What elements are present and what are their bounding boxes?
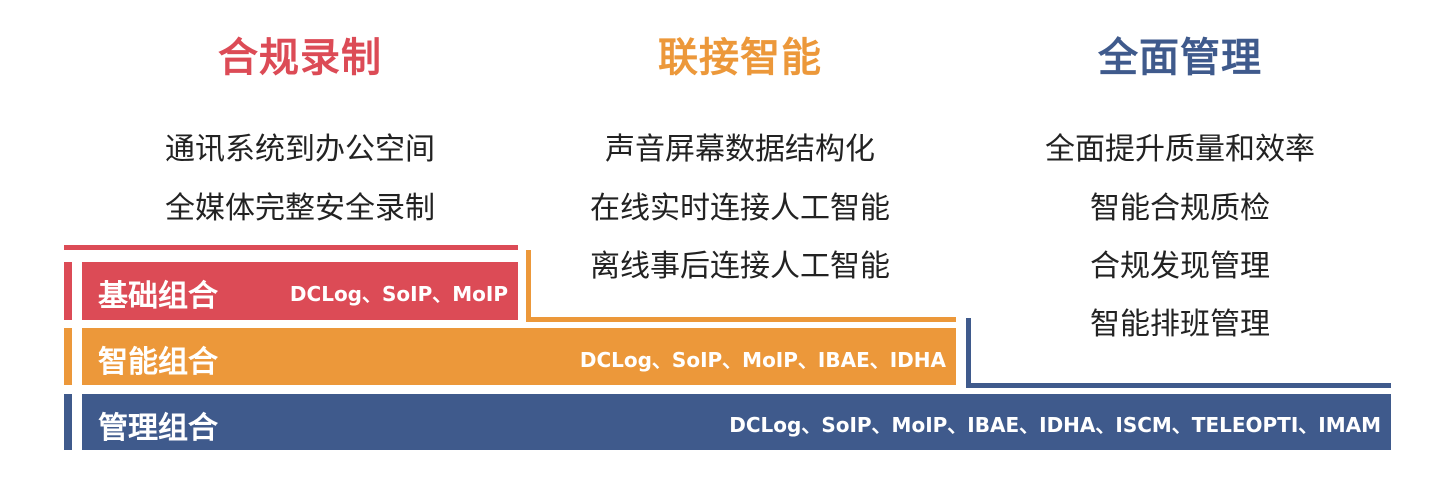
bundle-products: DCLog、SoIP、MoIP、IBAE、IDHA: [579, 348, 946, 372]
column-title-compliance-recording: 合规录制: [218, 35, 382, 81]
feature-item: 离线事后连接人工智能: [590, 249, 890, 284]
orange-step-horizontal: [526, 317, 956, 322]
bundle-intelligent: 智能组合 DCLog、SoIP、MoIP、IBAE、IDHA: [82, 328, 956, 385]
red-top-divider: [64, 245, 518, 250]
feature-item: 合规发现管理: [1090, 249, 1270, 284]
feature-item: 在线实时连接人工智能: [590, 191, 890, 226]
blue-side-marker: [64, 394, 72, 450]
column-title-connected-intelligence: 联接智能: [658, 35, 822, 81]
blue-step-horizontal: [966, 383, 1391, 388]
bundle-name: 管理组合: [98, 411, 218, 446]
bundle-name: 智能组合: [98, 345, 218, 380]
orange-step-vertical: [526, 250, 531, 322]
bundle-products: DCLog、SoIP、MoIP、IBAE、IDHA、ISCM、TELEOPTI、…: [729, 413, 1381, 437]
feature-item: 智能排班管理: [1090, 307, 1270, 342]
bundle-products: DCLog、SoIP、MoIP: [289, 282, 508, 306]
feature-item: 全面提升质量和效率: [1045, 132, 1315, 167]
orange-side-marker: [64, 328, 72, 385]
column-title-full-management: 全面管理: [1098, 35, 1262, 81]
bundle-name: 基础组合: [98, 279, 218, 314]
feature-item: 通讯系统到办公空间: [165, 132, 435, 167]
feature-item: 全媒体完整安全录制: [165, 191, 435, 226]
red-side-marker: [64, 262, 72, 320]
blue-step-vertical: [966, 318, 971, 388]
feature-item: 声音屏幕数据结构化: [605, 132, 875, 167]
feature-item: 智能合规质检: [1090, 191, 1270, 226]
bundle-basic: 基础组合 DCLog、SoIP、MoIP: [82, 262, 518, 320]
bundle-management: 管理组合 DCLog、SoIP、MoIP、IBAE、IDHA、ISCM、TELE…: [82, 394, 1391, 450]
